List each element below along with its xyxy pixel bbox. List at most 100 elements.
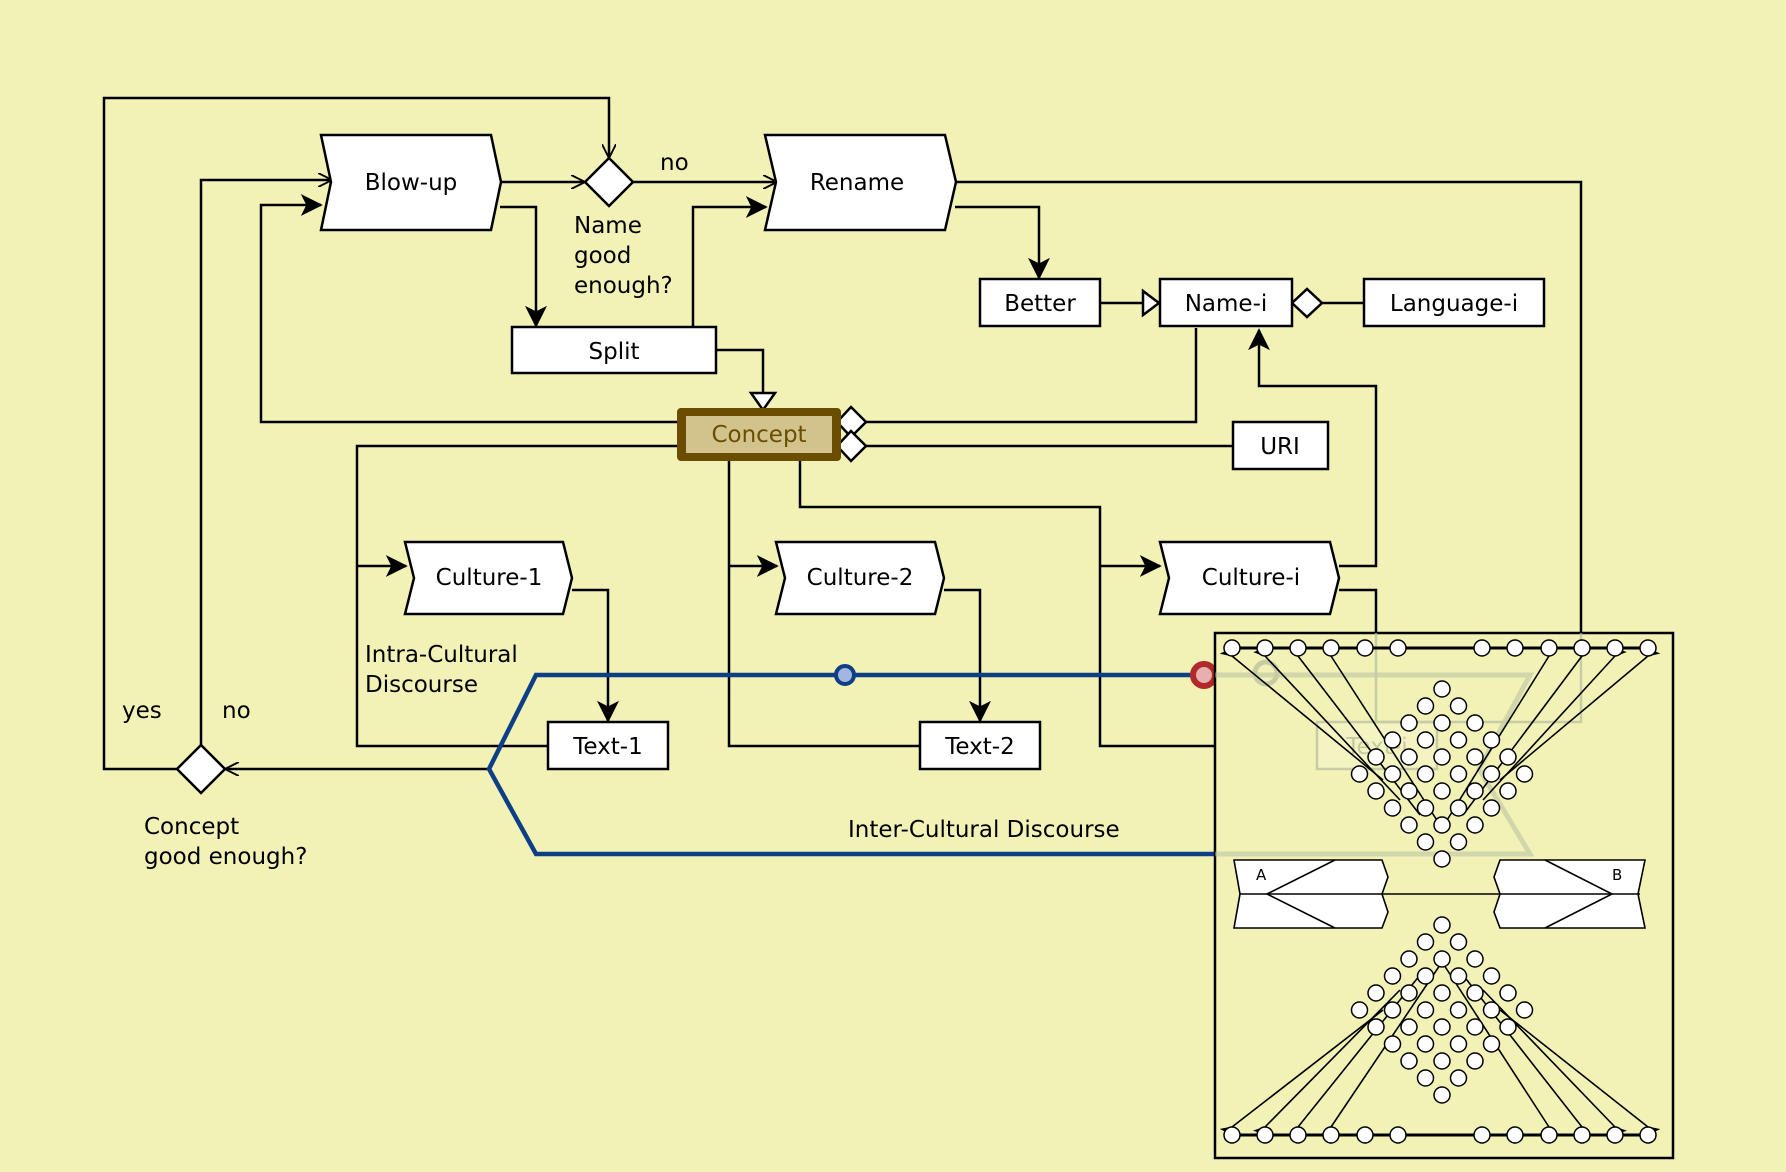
lattice-line <box>1482 989 1627 1140</box>
rail-node-bottom <box>1540 1126 1558 1144</box>
lattice-node-top <box>1416 799 1435 817</box>
node-name-i-label: Name-i <box>1185 291 1268 317</box>
lattice-node-top <box>1449 765 1468 783</box>
lattice-line <box>1253 989 1401 1140</box>
node-uri[interactable]: URI <box>1231 420 1330 471</box>
edge-culturei-to-texti[interactable] <box>1339 588 1378 633</box>
edge-culturei-to-name[interactable] <box>1248 328 1378 568</box>
lattice-node-top <box>1482 731 1501 749</box>
rail-node-bottom <box>1223 1126 1241 1144</box>
lattice-node-top <box>1383 799 1402 817</box>
edge-blowup-to-split[interactable] <box>500 205 547 328</box>
lattice-line <box>1219 1009 1384 1139</box>
lattice-node-bottom <box>1449 967 1468 985</box>
node-rename[interactable]: Rename <box>763 133 958 232</box>
overlay-chevron-b <box>1544 859 1614 929</box>
lattice-node-top <box>1400 714 1418 732</box>
node-concept-selected[interactable]: Concept <box>677 408 841 461</box>
edge-concept-to-culturei[interactable] <box>798 459 1317 748</box>
lattice-node-top <box>1433 680 1451 698</box>
lattice-node-bottom <box>1466 984 1484 1002</box>
lattice-node-top <box>1367 748 1385 766</box>
lattice-node-top <box>1466 816 1484 834</box>
rail-node-bottom <box>1289 1126 1307 1144</box>
edge-yes-loop[interactable] <box>102 96 609 771</box>
lattice-node-top <box>1515 765 1534 783</box>
aggregation-diamond <box>1290 287 1324 319</box>
node-culture-i[interactable]: Culture-i <box>1158 540 1341 616</box>
rail-node-top <box>1289 639 1307 657</box>
node-blowup[interactable]: Blow-up <box>319 133 503 232</box>
node-better[interactable]: Better <box>978 277 1102 328</box>
edge-split-to-rename[interactable] <box>691 196 768 326</box>
rail-node-top <box>1223 639 1241 657</box>
node-text-2[interactable]: Text-2 <box>918 720 1042 771</box>
generalization-arrow <box>748 391 778 413</box>
rail-node-bottom <box>1639 1126 1657 1144</box>
lattice-line <box>1499 644 1661 781</box>
decision-name-good[interactable] <box>583 156 635 208</box>
node-culture-1-label: Culture-1 <box>436 565 543 591</box>
node-name-i[interactable]: Name-i <box>1158 277 1294 328</box>
lattice-node-top <box>1433 714 1451 732</box>
lattice-node-top <box>1400 748 1418 766</box>
region-label-intra-cultural: Intra-Cultural Discourse <box>365 642 525 698</box>
edge-rename-to-better[interactable] <box>955 205 1050 280</box>
red-drag-handle[interactable] <box>1190 661 1218 689</box>
edge-split-to-concept[interactable] <box>716 348 765 395</box>
lattice-node-bottom <box>1499 1018 1517 1036</box>
lattice-node-top <box>1416 731 1435 749</box>
decision-concept-good[interactable] <box>175 743 227 795</box>
node-blowup-label: Blow-up <box>365 170 458 196</box>
lattice-line <box>1482 643 1627 801</box>
rail-node-bottom <box>1256 1126 1274 1144</box>
edge-no-to-blowup[interactable] <box>199 180 331 746</box>
edge-label-no-bottom: no <box>222 698 251 724</box>
edge-rename-right[interactable] <box>956 180 1583 633</box>
node-split[interactable]: Split <box>510 325 718 375</box>
lattice-node-bottom <box>1466 950 1484 968</box>
lattice-node-top <box>1433 816 1451 834</box>
edge-label-yes: yes <box>122 698 162 724</box>
rail-node-top <box>1356 639 1374 657</box>
edge-concept-to-culture1[interactable] <box>355 444 680 748</box>
decision-name-good-label: Name good enough? <box>574 213 673 299</box>
rail-node-top <box>1506 639 1524 657</box>
edge-culture1-to-text1[interactable] <box>572 588 619 723</box>
rail-node-top <box>1606 639 1624 657</box>
lattice-node-bottom <box>1416 1035 1435 1053</box>
lattice-node-bottom <box>1383 967 1402 985</box>
node-culture-1[interactable]: Culture-1 <box>403 540 574 616</box>
edge-culture2-to-text2[interactable] <box>944 588 991 723</box>
discourse-region-outline[interactable] <box>486 672 1215 857</box>
lattice-node-bottom <box>1515 1001 1534 1019</box>
node-better-label: Better <box>1004 291 1076 317</box>
lattice-node-bottom <box>1367 984 1385 1002</box>
rail-node-bottom <box>1473 1126 1491 1144</box>
lattice-node-bottom <box>1499 984 1517 1002</box>
node-language-i[interactable]: Language-i <box>1362 277 1546 328</box>
node-culture-2[interactable]: Culture-2 <box>774 540 946 616</box>
lattice-node-top <box>1367 782 1385 800</box>
lattice-node-top <box>1466 714 1484 732</box>
lattice-node-top <box>1433 782 1451 800</box>
lattice-line <box>1297 974 1421 1128</box>
rail-node-top <box>1540 639 1558 657</box>
rail-node-bottom <box>1606 1126 1624 1144</box>
lattice-node-bottom <box>1449 1001 1468 1019</box>
rail-node-bottom <box>1322 1126 1340 1144</box>
node-text-2-label: Text-2 <box>944 734 1014 760</box>
node-rename-label: Rename <box>810 170 904 196</box>
lattice-node-top <box>1433 748 1451 766</box>
node-uri-label: URI <box>1260 434 1300 460</box>
edge-concept-to-culture2[interactable] <box>727 459 919 748</box>
rail-node-bottom <box>1389 1126 1407 1144</box>
node-text-1[interactable]: Text-1 <box>546 720 670 771</box>
aggregation-diamond-concept-2 <box>835 429 868 463</box>
edge-concept-to-name[interactable] <box>866 328 1198 424</box>
blue-drag-handle[interactable] <box>834 664 856 686</box>
lattice-node-bottom <box>1466 1018 1484 1036</box>
edge-concept-to-blowup[interactable] <box>259 194 680 424</box>
